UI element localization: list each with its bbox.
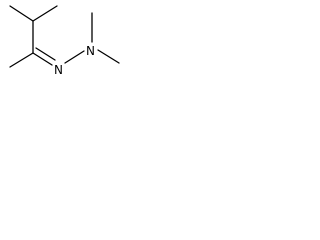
bond-imine-carbon-methyl: [9, 52, 34, 68]
atom-n-imine: N: [54, 63, 63, 77]
chemical-structure-canvas: N N: [0, 0, 145, 91]
bond-methyl-ch-left: [9, 5, 34, 22]
bond-methyl-ch-right: [32, 5, 58, 22]
bond-n-methyl-right: [97, 49, 120, 64]
chemical-structure: N N: [9, 5, 120, 77]
atom-n-amine: N: [86, 44, 95, 58]
bond-n-n: [64, 50, 85, 64]
bond-c-n-double-b: [35, 47, 56, 61]
bond-c-n-double-a: [32, 52, 53, 66]
